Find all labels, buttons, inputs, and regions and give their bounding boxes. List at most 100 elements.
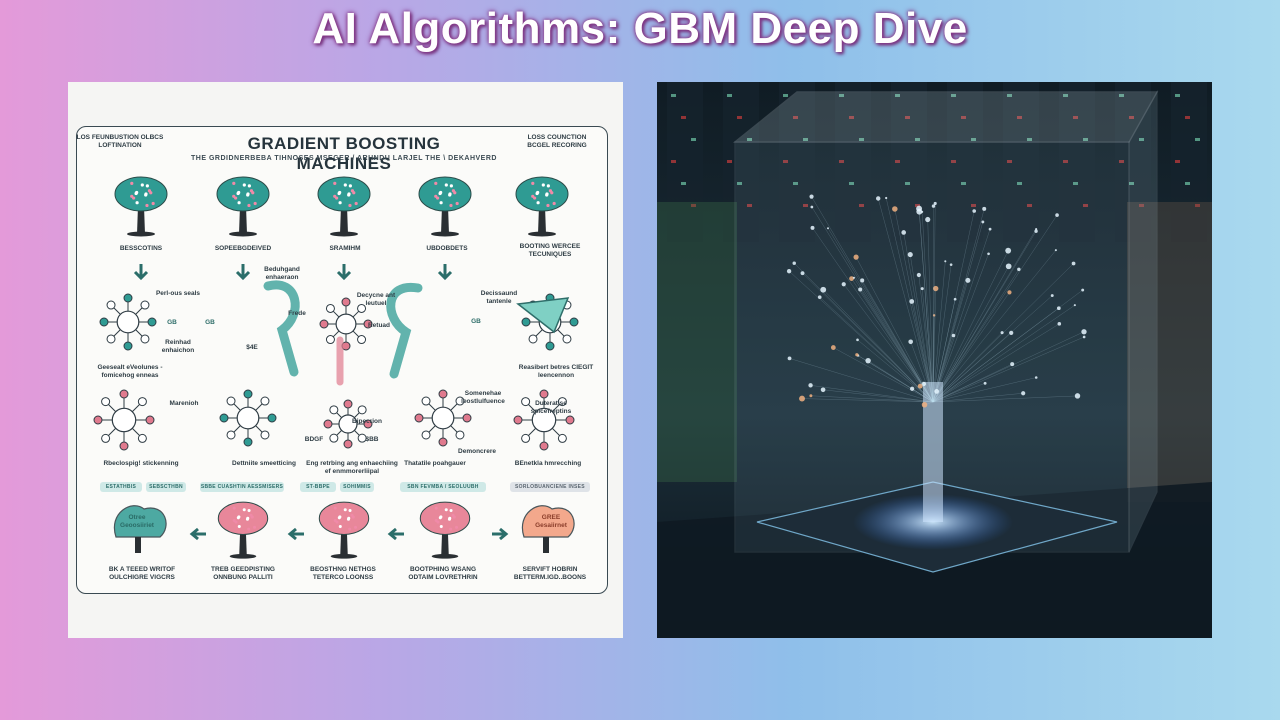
rack-led: [1175, 94, 1180, 97]
tree-dot: [453, 191, 457, 195]
tree-ground: [431, 553, 459, 559]
hologram-branch: [932, 383, 986, 403]
node-satellite: [421, 430, 431, 440]
hologram-node: [951, 333, 956, 338]
hologram-node: [933, 285, 939, 292]
tree-dot: [546, 184, 550, 188]
rack-led: [671, 160, 676, 163]
hologram-node: [1017, 267, 1021, 272]
hologram-node: [786, 268, 792, 274]
tree-dot: [130, 181, 134, 185]
hologram-branch: [932, 221, 984, 403]
hologram-branch: [789, 358, 934, 403]
hologram-node: [931, 204, 936, 208]
node-satellite: [357, 405, 367, 415]
hologram-branch: [903, 232, 934, 403]
glass-cube-hologram: [657, 82, 1212, 638]
hologram-node: [909, 299, 915, 304]
hologram-branch: [853, 277, 934, 403]
tree-trunk: [239, 529, 247, 557]
hologram-branch: [877, 198, 934, 403]
rack-led: [793, 182, 798, 185]
hologram-node: [841, 282, 846, 287]
hologram-branch: [932, 331, 1085, 403]
mid-label: Beduhgand enhaeraon: [264, 266, 300, 281]
hologram-branch: [932, 395, 1078, 403]
hologram-node: [1074, 393, 1081, 399]
flow-arrow: [287, 527, 304, 541]
tree-canopy: [515, 176, 569, 212]
rack-led: [1027, 204, 1032, 207]
hologram-node: [944, 260, 947, 263]
hologram-branch: [920, 385, 934, 403]
hologram-node: [817, 295, 822, 299]
hologram-node: [853, 254, 859, 260]
tree-dot: [145, 184, 149, 188]
tree-dot: [449, 184, 453, 188]
node-satellite: [325, 303, 335, 313]
hologram-branch: [857, 355, 934, 403]
hologram-branch: [856, 354, 934, 403]
rack-led: [905, 182, 910, 185]
hologram-branch: [833, 347, 934, 403]
mid-label: Duteratise spicefreptins: [530, 400, 572, 415]
rack-led: [1195, 138, 1200, 141]
rack-led: [681, 116, 686, 119]
tree-trunk: [137, 206, 145, 234]
hologram-branch: [894, 208, 934, 403]
hologram-branch: [932, 269, 1020, 403]
glass-cube-side: [1128, 89, 1158, 553]
tree-dot: [247, 184, 251, 188]
network-node: [323, 399, 373, 449]
node-satellite: [545, 341, 555, 351]
hologram-node: [826, 227, 829, 230]
hologram-branch: [932, 393, 1024, 403]
tree-ground: [229, 553, 257, 559]
hologram-branch: [823, 389, 934, 403]
node-satellite: [137, 397, 147, 407]
tree-trunk: [340, 529, 348, 557]
rack-led: [727, 160, 732, 163]
tree-dot: [531, 194, 535, 198]
rack-led: [727, 94, 732, 97]
rack-led: [803, 138, 808, 141]
hologram-branch: [932, 250, 1009, 403]
node-satellite: [106, 334, 116, 344]
tree-dot: [232, 506, 236, 510]
tree-label-5: BOOTING WERCEE TECUNIQUES: [519, 243, 581, 258]
tree-icon: [515, 176, 569, 237]
mid-label: Bipecrion: [352, 418, 382, 425]
hologram-branch: [812, 227, 934, 403]
node-satellite: [521, 317, 531, 327]
rack-led: [803, 204, 808, 207]
tree-ground: [330, 231, 358, 237]
flow-arrow: [235, 264, 251, 281]
tree-dot: [449, 203, 453, 208]
node-satellite: [267, 413, 277, 423]
node-text: $4E: [246, 344, 258, 351]
node-satellite: [260, 396, 270, 406]
rack-led: [1007, 160, 1012, 163]
hologram-node: [988, 227, 992, 231]
hologram-branch: [802, 398, 934, 403]
tree-canopy: [317, 176, 371, 212]
hologram-node: [987, 252, 990, 256]
hologram-node: [1009, 330, 1014, 335]
node-satellite: [521, 433, 531, 443]
hologram-branch: [819, 296, 934, 403]
rack-led: [915, 138, 920, 141]
tree-dot: [338, 515, 342, 519]
tree-dot: [242, 183, 246, 187]
hologram-node: [934, 389, 940, 394]
holographic-tree-image: [657, 82, 1212, 638]
hologram-branch: [861, 280, 934, 403]
node-satellite: [329, 433, 339, 443]
rack-led: [905, 116, 910, 119]
tree-dot: [348, 527, 352, 531]
rack-led: [915, 204, 920, 207]
tree-dot: [247, 509, 251, 513]
node-satellite: [93, 415, 103, 425]
tree-dot: [333, 518, 337, 522]
tree-dot: [347, 193, 351, 197]
tree-dot: [253, 201, 257, 206]
